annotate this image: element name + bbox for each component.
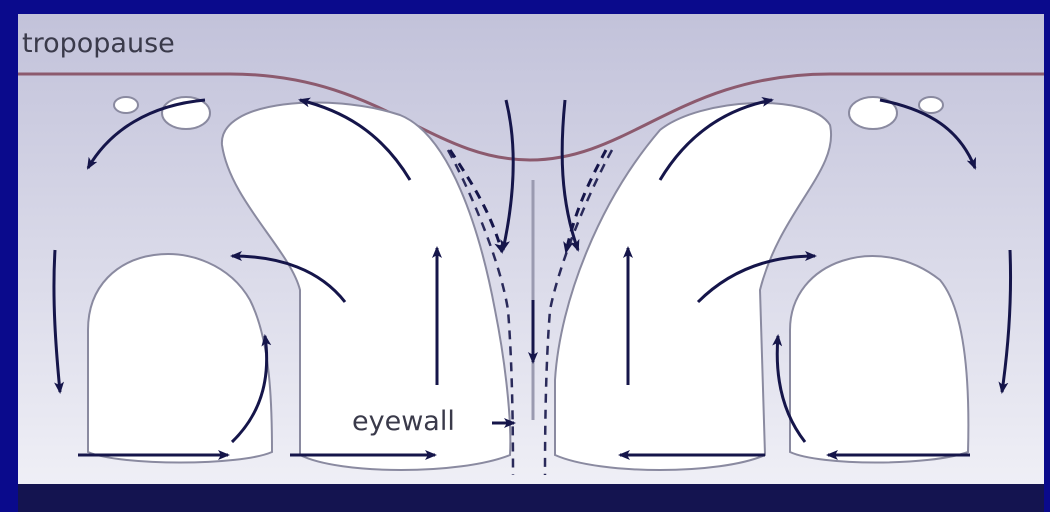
ground-strip <box>18 484 1044 512</box>
tropopause-label: tropopause <box>22 28 175 59</box>
right-outer-rainband-cloud <box>790 256 968 462</box>
eyewall-label: eyewall <box>352 406 455 437</box>
